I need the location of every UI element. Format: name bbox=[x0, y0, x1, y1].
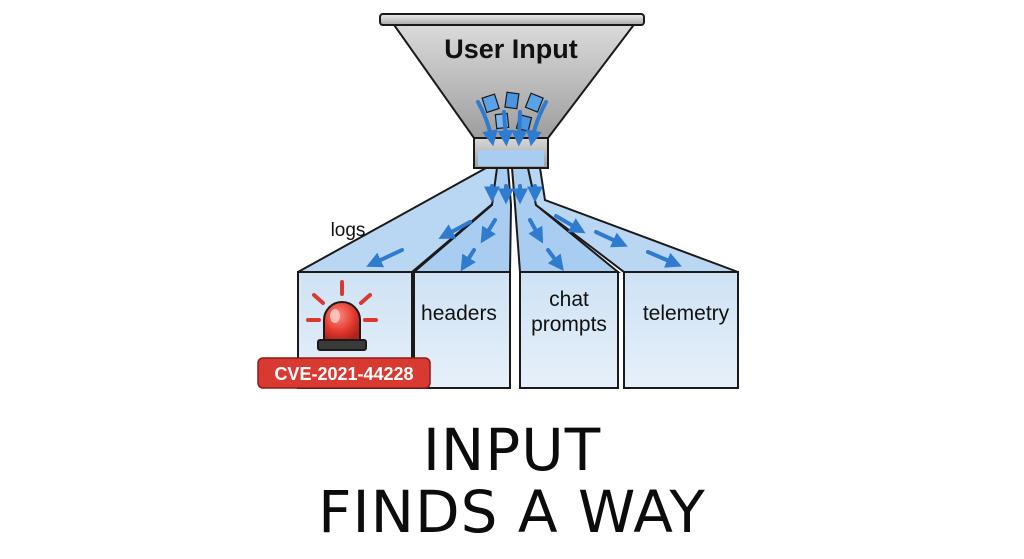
column-label-chat-line1: chat bbox=[549, 288, 589, 311]
logs-label: logs bbox=[331, 220, 366, 241]
document-icon bbox=[481, 93, 500, 114]
headline-line-2: FINDS A WAY bbox=[318, 478, 706, 546]
flow-arrow bbox=[497, 110, 514, 147]
cve-id: CVE-2021-44228 bbox=[274, 364, 413, 384]
flow-arrow bbox=[646, 250, 682, 268]
flow-arrow bbox=[594, 230, 628, 248]
column-label-headers: headers bbox=[421, 302, 497, 325]
column-label-telemetry: telemetry bbox=[643, 302, 730, 325]
flow-fan bbox=[297, 167, 739, 273]
funnel-spout bbox=[473, 135, 549, 169]
funnel-title: User Input bbox=[444, 34, 578, 64]
column-label-chat-line2: prompts bbox=[531, 313, 607, 336]
funnel-rim bbox=[379, 13, 645, 26]
headline-line-1: INPUT bbox=[422, 416, 602, 484]
document-icon bbox=[504, 91, 520, 110]
flow-arrow bbox=[526, 100, 548, 147]
funnel: User Input bbox=[379, 13, 645, 147]
flow-arrow bbox=[438, 220, 472, 240]
cve-badge: CVE-2021-44228 bbox=[257, 357, 431, 389]
flow-arrow bbox=[366, 248, 404, 268]
siren-icon bbox=[306, 280, 378, 351]
flow-arrow bbox=[546, 248, 564, 272]
flow-arrow bbox=[480, 218, 497, 244]
column-telemetry bbox=[623, 271, 739, 389]
flow-arrow bbox=[511, 110, 528, 147]
flow-arrow bbox=[528, 218, 544, 244]
column-chat-prompts bbox=[519, 271, 619, 389]
document-icon bbox=[524, 92, 544, 113]
flow-arrow bbox=[460, 248, 476, 272]
flow-arrow bbox=[476, 100, 498, 147]
flow-arrow bbox=[554, 214, 586, 234]
